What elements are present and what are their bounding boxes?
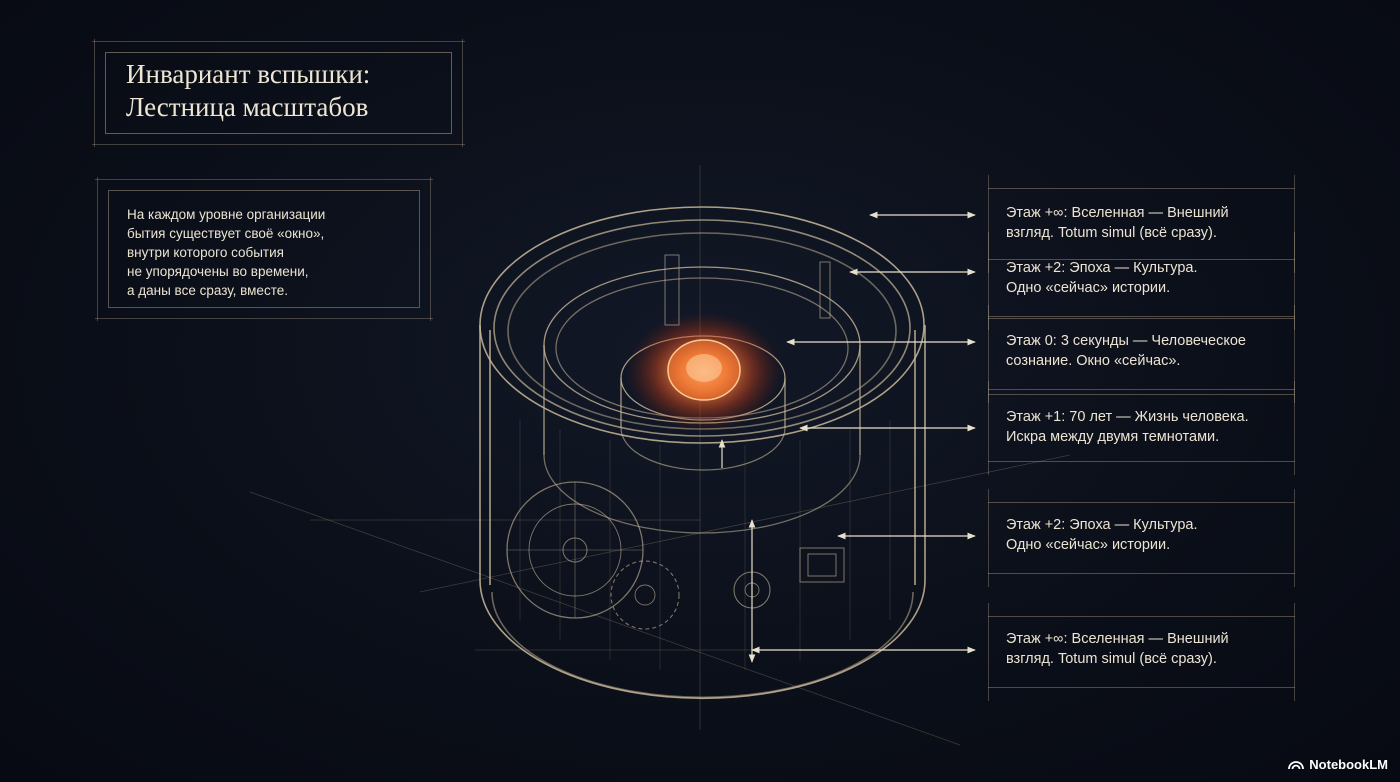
intro-line: бытия существует своё «окно»,: [127, 226, 325, 241]
gear-icon: [506, 481, 771, 630]
label-panel-3: Этаж 0: 3 секунды — Человеческое сознание…: [988, 305, 1296, 403]
level-label: Этаж +∞: Вселенная — Внешний взгляд. Totu…: [1006, 629, 1296, 669]
label-line: Этаж +2: Эпоха — Культура.: [1006, 517, 1198, 533]
level-label: Этаж 0: 3 секунды — Человеческое сознание…: [1006, 331, 1296, 371]
drum-hatching: [519, 420, 891, 670]
notebooklm-brand: NotebookLM: [1288, 755, 1388, 773]
label-line: Этаж +1: 70 лет — Жизнь человека.: [1006, 409, 1249, 425]
label-line: взгляд. Totum simul (всё сразу).: [1006, 225, 1217, 241]
level-label: Этаж +2: Эпоха — Культура. Одно «сейчас» …: [1006, 515, 1296, 555]
label-line: Одно «сейчас» истории.: [1006, 280, 1171, 296]
label-panel-5: Этаж +2: Эпоха — Культура. Одно «сейчас» …: [988, 489, 1296, 587]
connector-arrows: [718, 211, 976, 663]
label-line: Одно «сейчас» истории.: [1006, 537, 1171, 553]
label-panel-1: Этаж +∞: Вселенная — Внешний взгляд. Totu…: [988, 175, 1296, 273]
level-label: Этаж +2: Эпоха — Культура. Одно «сейчас» …: [1006, 258, 1296, 298]
label-line: взгляд. Totum simul (всё сразу).: [1006, 651, 1217, 667]
level-label: Этаж +∞: Вселенная — Внешний взгляд. Totu…: [1006, 203, 1296, 243]
label-line: Этаж +∞: Вселенная — Внешний: [1006, 631, 1229, 647]
label-line: Этаж +2: Эпоха — Культура.: [1006, 260, 1198, 276]
label-line: Этаж +∞: Вселенная — Внешний: [1006, 205, 1229, 221]
label-line: Этаж 0: 3 секунды — Человеческое: [1006, 333, 1246, 349]
label-line: сознание. Окно «сейчас».: [1006, 353, 1181, 369]
label-panel-4: Этаж +1: 70 лет — Жизнь человека. Искра м…: [988, 381, 1296, 475]
title-panel: Инвариант вспышки: Лестница масштабов: [92, 39, 465, 147]
outer-drum: [479, 206, 926, 700]
intro-panel: На каждом уровне организации бытия сущес…: [95, 177, 433, 321]
label-line: Искра между двумя темнотами.: [1006, 429, 1220, 445]
intro-text: На каждом уровне организации бытия сущес…: [127, 205, 407, 300]
glowing-core: [626, 312, 782, 432]
intro-line: не упорядочены во времени,: [127, 264, 309, 279]
label-panel-6: Этаж +∞: Вселенная — Внешний взгляд. Totu…: [988, 603, 1296, 701]
notebooklm-logo-icon: [1288, 761, 1305, 770]
level-label: Этаж +1: 70 лет — Жизнь человека. Искра м…: [1006, 407, 1296, 447]
construction-lines: [249, 165, 1071, 746]
page-title: Инвариант вспышки: Лестница масштабов: [126, 58, 370, 124]
intro-line: На каждом уровне организации: [127, 207, 326, 222]
title-line-2: Лестница масштабов: [126, 92, 369, 122]
brand-name: NotebookLM: [1309, 756, 1388, 772]
intro-line: а даны все сразу, вместе.: [127, 283, 288, 298]
title-line-1: Инвариант вспышки:: [126, 59, 371, 89]
label-panel-2: Этаж +2: Эпоха — Культура. Одно «сейчас» …: [988, 232, 1296, 330]
intro-line: внутри которого события: [127, 245, 284, 260]
